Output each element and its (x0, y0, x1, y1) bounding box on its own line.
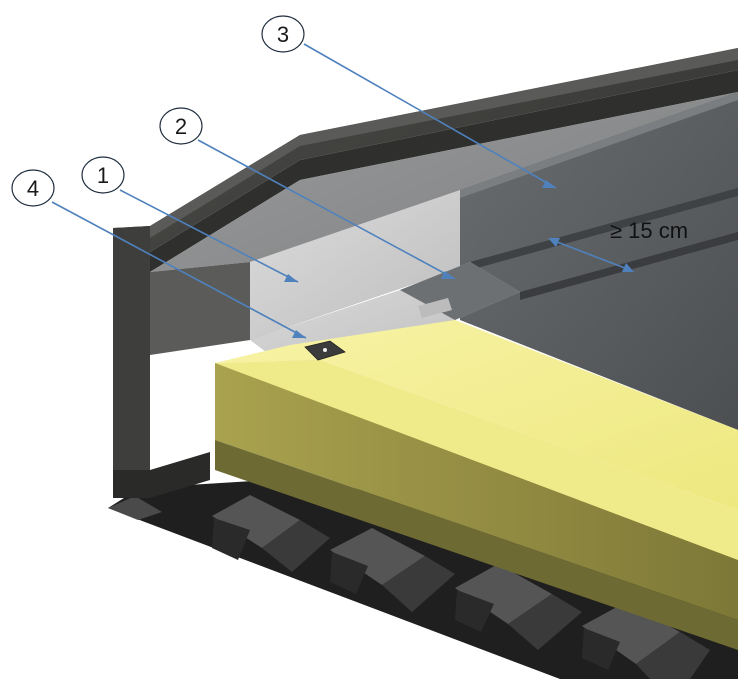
leader-line-3 (303, 43, 557, 189)
fastener-plate (304, 340, 346, 361)
leader-line-2 (197, 139, 456, 280)
callout-label-1: 1 (97, 163, 109, 188)
leader-line-1 (119, 189, 299, 283)
leader-lines (51, 43, 557, 339)
dimension-label: ≥ 15 cm (610, 218, 688, 243)
callout-4: 4 (11, 169, 55, 207)
dimension-arrowhead-right (622, 263, 634, 272)
callout-3: 3 (261, 15, 305, 53)
callout-label-3: 3 (277, 22, 289, 47)
steel-deck (108, 478, 738, 679)
leader-arrowhead-4 (292, 330, 306, 338)
callout-label-4: 4 (27, 176, 39, 201)
leader-arrowhead-1 (284, 274, 298, 282)
dimension-arrowhead-left (548, 238, 560, 247)
callout-label-2: 2 (175, 114, 187, 139)
parapet-curb (113, 48, 738, 498)
callout-2: 2 (159, 107, 203, 145)
overlap-dimension: ≥ 15 cm (548, 218, 688, 272)
leader-line-4 (51, 201, 307, 339)
leader-arrowhead-2 (441, 271, 455, 279)
callout-1: 1 (81, 156, 125, 194)
leader-arrowhead-3 (542, 180, 556, 188)
dimension-line (551, 239, 631, 271)
roof-membrane (460, 92, 738, 430)
insulation-board (215, 320, 738, 650)
